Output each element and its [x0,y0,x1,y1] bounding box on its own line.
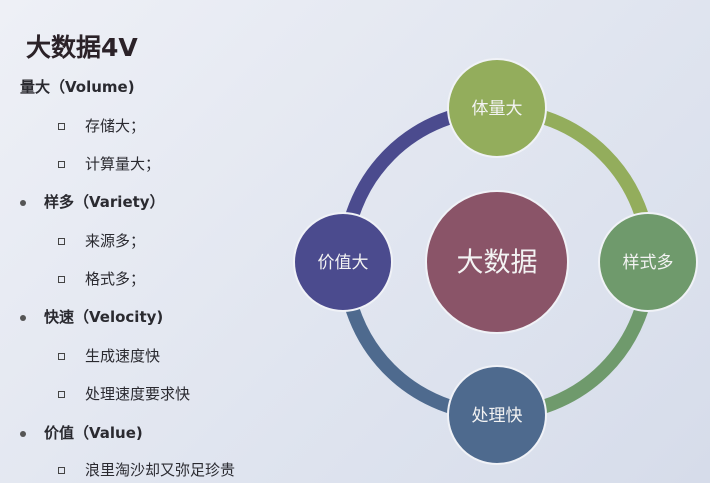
center-circle [425,190,569,334]
right-label: 样式多 [623,253,674,273]
square-bullet-icon [58,161,65,168]
bullet-icon [20,430,26,437]
sub-item: 格式多； [58,268,145,289]
center-label: 大数据 [457,248,538,279]
square-bullet-icon [58,467,65,474]
bottom-circle [447,365,547,465]
square-bullet-icon [58,391,65,398]
left-label: 价值大 [318,253,369,273]
item-value: 价值（Value) [20,422,143,443]
top-label: 体量大 [472,99,523,119]
square-bullet-icon [58,238,65,245]
sub-item: 计算量大； [58,153,160,174]
sub-item: 生成速度快 [58,345,160,366]
sub-item: 浪里淘沙却又弥足珍贵 [58,459,235,480]
bullet-icon [20,199,26,206]
bottom-label: 处理快 [472,406,523,426]
square-bullet-icon [58,276,65,283]
top-circle [447,58,547,158]
item-velocity: 快速（Velocity) [20,306,163,327]
sub-item: 存储大； [58,115,145,136]
item-variety: 样多（Variety） [20,191,165,212]
right-circle [598,212,698,312]
square-bullet-icon [58,123,65,130]
slide-title: 大数据4V [26,33,138,62]
sub-item: 来源多； [58,230,145,251]
item-volume: 量大（Volume) [20,78,135,96]
left-circle [293,212,393,312]
bullet-icon [20,314,26,321]
square-bullet-icon [58,353,65,360]
sub-item: 处理速度要求快 [58,383,190,404]
